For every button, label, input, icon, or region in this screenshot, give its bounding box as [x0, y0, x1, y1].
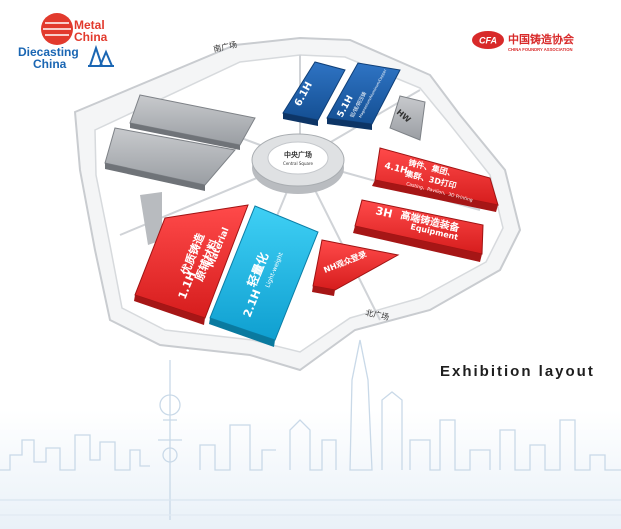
skyline-illustration: [0, 339, 621, 529]
hall-gray-left-wall: [140, 192, 162, 245]
diecasting-china-logo-line1: Diecasting: [18, 45, 79, 59]
diecasting-mark-icon: [88, 44, 114, 67]
metal-china-logo-line2: China: [74, 30, 108, 44]
cfa-logo-name-en: CHINA FOUNDRY ASSOCIATION: [508, 47, 573, 52]
hall-hw[interactable]: HW: [389, 95, 426, 141]
hall-gray-upper[interactable]: [129, 94, 256, 150]
hall-4-1h[interactable]: 4.1H 铸件、集团、 集群、3D打印 Casting、Pavilion、3D …: [372, 147, 499, 212]
hall-5-1h[interactable]: 5.1H 铝/镁/铜压铸 Magnesium/Aluminum/Copper: [326, 62, 401, 130]
cfa-logo[interactable]: CFA 中国铸造协会 CHINA FOUNDRY ASSOCIATION: [472, 31, 575, 52]
cfa-logo-name-cn: 中国铸造协会: [508, 32, 575, 46]
hall-3h-label: 3H: [374, 204, 393, 220]
central-square-label-cn: 中央广场: [284, 150, 312, 159]
diecasting-china-logo[interactable]: Diecasting China: [18, 44, 114, 71]
nh-visitor-registration[interactable]: NH观众登录: [312, 239, 400, 296]
metal-china-logo-line1: Metal: [74, 18, 105, 32]
central-square: 中央广场 Central Square: [251, 133, 345, 194]
hall-1-1h[interactable]: 1.1H 优质铸造 原辅材料 Material: [134, 204, 249, 325]
cfa-logo-mark: CFA: [479, 36, 497, 46]
hall-gray-lower[interactable]: [104, 127, 236, 191]
south-plaza-label: 南广场: [212, 39, 238, 54]
hall-2-1h[interactable]: 2.1H 轻量化 Light-weight: [209, 205, 319, 347]
exhibition-layout-caption: Exhibition layout: [440, 363, 595, 380]
metal-china-logo[interactable]: Metal China: [41, 13, 108, 45]
north-plaza-label: 北广场: [365, 307, 391, 322]
central-square-label-en: Central Square: [283, 161, 313, 166]
diecasting-china-logo-line2: China: [33, 57, 67, 71]
